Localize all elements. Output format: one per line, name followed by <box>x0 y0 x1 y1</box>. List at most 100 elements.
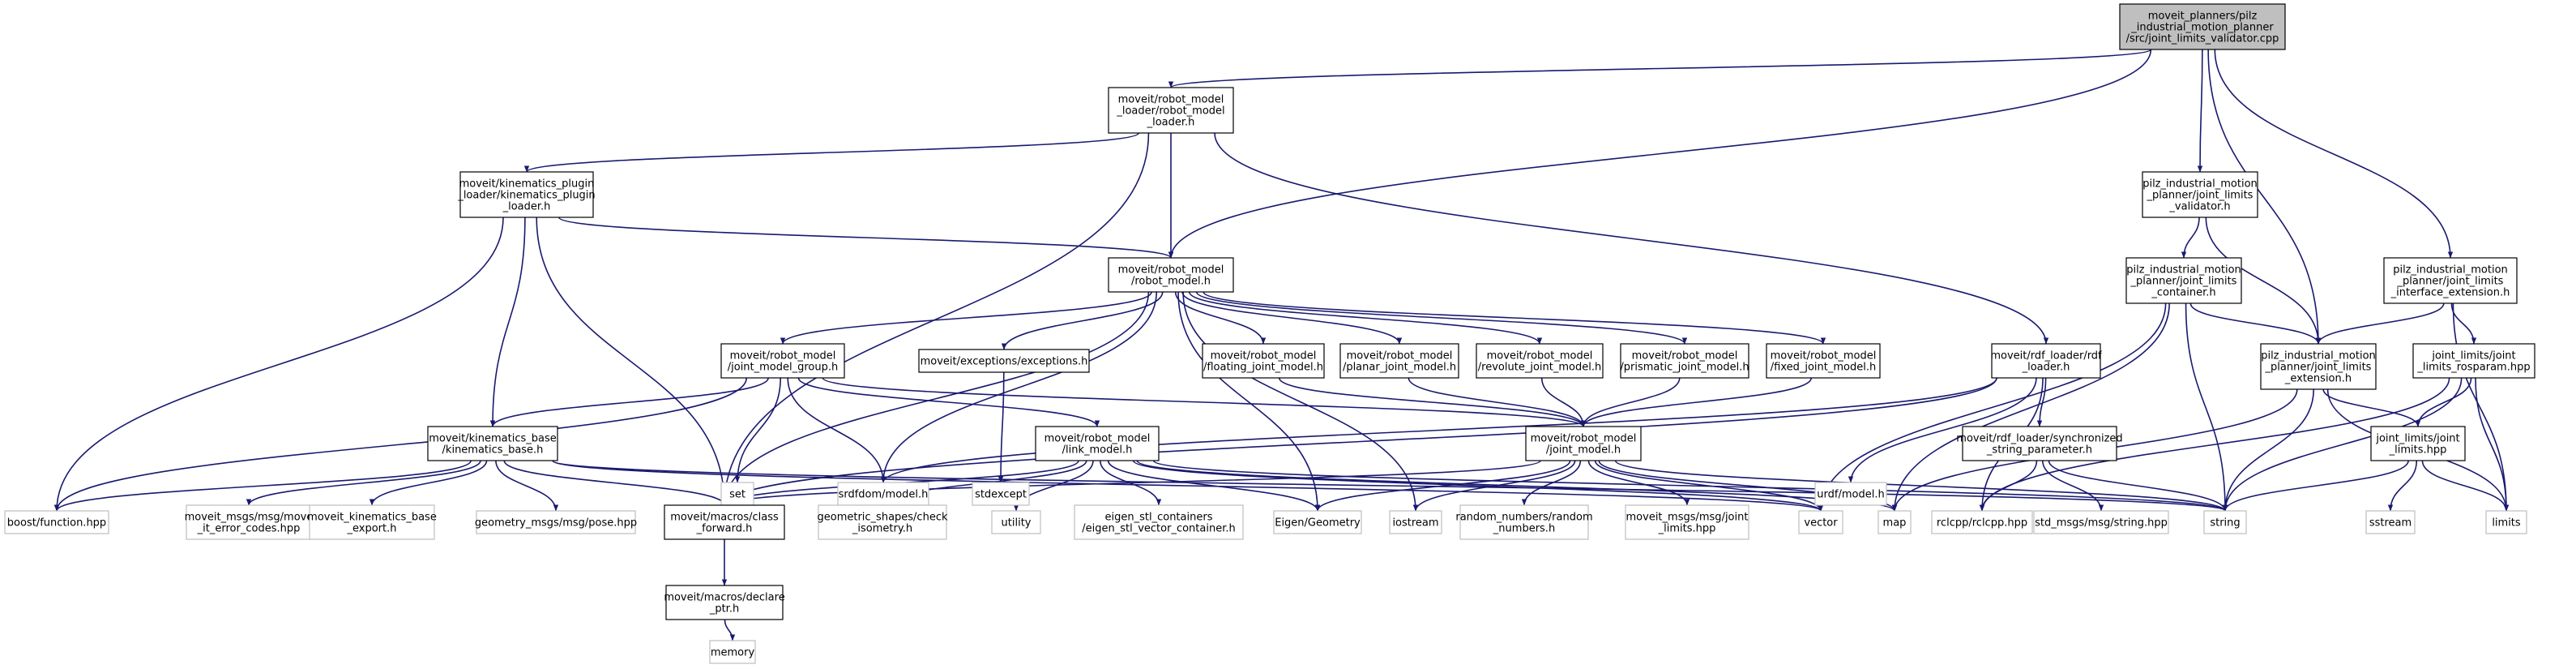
edge-kb-to-vec <box>552 460 1823 512</box>
node-kpl[interactable]: moveit/kinematics_plugin_loader/kinemati… <box>457 171 596 218</box>
edge-rml-to-kpl <box>524 132 1140 173</box>
node-label-line: memory <box>711 647 755 659</box>
node-label-line: moveit_planners/pilz <box>2148 11 2258 23</box>
node-box <box>2119 3 2286 50</box>
node-label-line: /floating_joint_model.h <box>1203 362 1323 374</box>
node-dp[interactable]: moveit/macros/declare_ptr.h <box>664 585 785 620</box>
node-eg: Eigen/Geometry <box>1273 510 1362 534</box>
node-box <box>1339 343 1459 379</box>
node-label-line: _forward.h <box>696 523 753 535</box>
edge-pjlv-to-pjlc <box>2181 217 2200 259</box>
node-mec: moveit_msgs/msg/move_it_error_codes.hpp <box>185 504 313 540</box>
edge-rm-to-exc <box>1001 291 1164 350</box>
node-pljm[interactable]: moveit/robot_model/planar_joint_model.h <box>1339 343 1459 379</box>
node-jm[interactable]: moveit/robot_model/joint_model.h <box>1525 426 1642 461</box>
node-label-line: utility <box>1002 517 1032 530</box>
node-label-line: _extension.h <box>2284 373 2352 385</box>
edge-pjlc-to-vec <box>1818 302 2167 512</box>
node-label-line: iostream <box>1392 517 1438 530</box>
node-mem: memory <box>709 640 756 664</box>
node-fxjm[interactable]: moveit/robot_model/fixed_joint_model.h <box>1766 343 1881 379</box>
node-exc[interactable]: moveit/exceptions/exceptions.h <box>918 349 1090 373</box>
node-pjlc[interactable]: pilz_industrial_motion_planner/joint_lim… <box>2125 257 2242 304</box>
node-rjm[interactable]: moveit/robot_model/revolute_joint_model.… <box>1476 343 1604 379</box>
node-label-line: map <box>1883 517 1907 530</box>
node-label-line: pilz_industrial_motion <box>2126 264 2241 277</box>
node-jlros[interactable]: joint_limits/joint_limits_rosparam.hpp <box>2412 343 2535 379</box>
node-lm[interactable]: moveit/robot_model/link_model.h <box>1035 426 1160 461</box>
edge-rm-to-fxjm <box>1203 291 1826 345</box>
node-label-line: _it_error_codes.hpp <box>197 523 301 535</box>
node-box <box>309 504 435 540</box>
node-cf[interactable]: moveit/macros/class_forward.h <box>664 504 785 540</box>
node-label-line: _planner/joint_limits <box>2397 276 2504 288</box>
node-rml[interactable]: moveit/robot_model_loader/robot_model_lo… <box>1108 87 1234 134</box>
node-box <box>720 482 754 506</box>
node-label-line: /joint_model.h <box>1546 444 1621 457</box>
node-vec: vector <box>1798 510 1843 534</box>
node-label-line: joint_limits/joint <box>2431 350 2515 362</box>
edge-jlros-to-lim <box>2475 377 2510 512</box>
node-pjlie[interactable]: pilz_industrial_motion_planner/joint_lim… <box>2383 257 2518 304</box>
node-prjm[interactable]: moveit/robot_model/prismatic_joint_model… <box>1620 343 1749 379</box>
edge-jlros-to-jlh <box>2415 377 2472 427</box>
node-label-line: /src/joint_limits_validator.cpp <box>2126 33 2279 45</box>
node-label-line: /fixed_joint_model.h <box>1771 362 1876 374</box>
node-root[interactable]: moveit_planners/pilz_industrial_motion_p… <box>2119 3 2286 50</box>
node-srdf: srdfdom/model.h <box>837 482 929 506</box>
node-label-line: moveit/robot_model <box>1347 350 1453 362</box>
node-fjm[interactable]: moveit/robot_model/floating_joint_model.… <box>1202 343 1325 379</box>
dependency-edges <box>53 49 2510 641</box>
node-pjle[interactable]: pilz_industrial_motion_planner/joint_lim… <box>2260 343 2377 390</box>
node-box <box>1074 504 1244 540</box>
edge-pjlie-to-jlros <box>2450 302 2477 345</box>
node-gsci: geometric_shapes/check_isometry.h <box>817 504 948 540</box>
node-box <box>2383 257 2518 304</box>
node-label-line: moveit/robot_model <box>1632 350 1738 362</box>
edge-jm-to-rnd <box>1521 460 1582 506</box>
node-util: utility <box>991 510 1041 534</box>
edge-jm-to-vec <box>1594 460 1824 512</box>
edge-root-to-pjlv <box>2197 49 2203 173</box>
node-smstr: std_msgs/msg/string.hpp <box>2033 510 2169 534</box>
edge-jmg-to-lm <box>797 377 1100 427</box>
node-label-line: /eigen_stl_vector_container.h <box>1082 523 1235 535</box>
node-box <box>2125 257 2242 304</box>
edge-kb-to-kbe <box>369 460 488 506</box>
node-box <box>2033 510 2169 534</box>
node-label-line: rclcpp/rclcpp.hpp <box>1937 517 2027 530</box>
node-syncp[interactable]: moveit/rdf_loader/synchronized_string_pa… <box>1956 426 2123 461</box>
node-jlh[interactable]: joint_limits/joint_limits.hpp <box>2370 426 2466 461</box>
node-label-line: /kinematics_base.h <box>442 444 544 457</box>
node-label-line: moveit/robot_model <box>1487 350 1593 362</box>
node-jmg[interactable]: moveit/robot_model/joint_model_group.h <box>720 343 845 379</box>
node-label-line: _industrial_motion_planner <box>2130 22 2274 34</box>
edge-exc-to-stdexc <box>998 371 1005 483</box>
node-box <box>1798 510 1843 534</box>
node-kb[interactable]: moveit/kinematics_base/kinematics_base.h <box>427 426 558 461</box>
node-rdf[interactable]: moveit/rdf_loader/rdf_loader.h <box>1990 343 2102 379</box>
edge-jm-to-eg <box>1314 460 1571 512</box>
node-box <box>2412 343 2535 379</box>
node-label-line: moveit/robot_model <box>1118 94 1224 106</box>
node-pjlv[interactable]: pilz_industrial_motion_planner/joint_lim… <box>2142 171 2258 218</box>
node-box <box>1878 510 1912 534</box>
node-label-line: random_numbers/random <box>1455 512 1592 524</box>
edge-pjlie-to-pjle <box>2315 302 2445 345</box>
node-label-line: _container.h <box>2151 287 2215 299</box>
node-box <box>4 510 109 534</box>
edge-kb-to-gpose <box>495 460 559 512</box>
node-label-line: _limits_rosparam.hpp <box>2416 362 2530 374</box>
node-map: map <box>1878 510 1912 534</box>
node-label-line: moveit/kinematics_plugin <box>459 178 595 191</box>
node-ios: iostream <box>1389 510 1442 534</box>
edge-rm-to-ios <box>1182 291 1419 512</box>
node-rm[interactable]: moveit/robot_model/robot_model.h <box>1108 257 1234 293</box>
node-label-line: moveit/rdf_loader/synchronized <box>1956 433 2122 445</box>
node-gpose: geometry_msgs/msg/pose.hpp <box>475 510 637 534</box>
node-label-line: moveit/rdf_loader/rdf <box>1990 350 2102 362</box>
node-label-line: _planner/joint_limits <box>2130 276 2237 288</box>
edge-rml-to-rdf <box>1214 132 2049 345</box>
node-label-line: _ptr.h <box>709 603 739 615</box>
node-label-line: moveit/robot_model <box>1118 264 1224 277</box>
